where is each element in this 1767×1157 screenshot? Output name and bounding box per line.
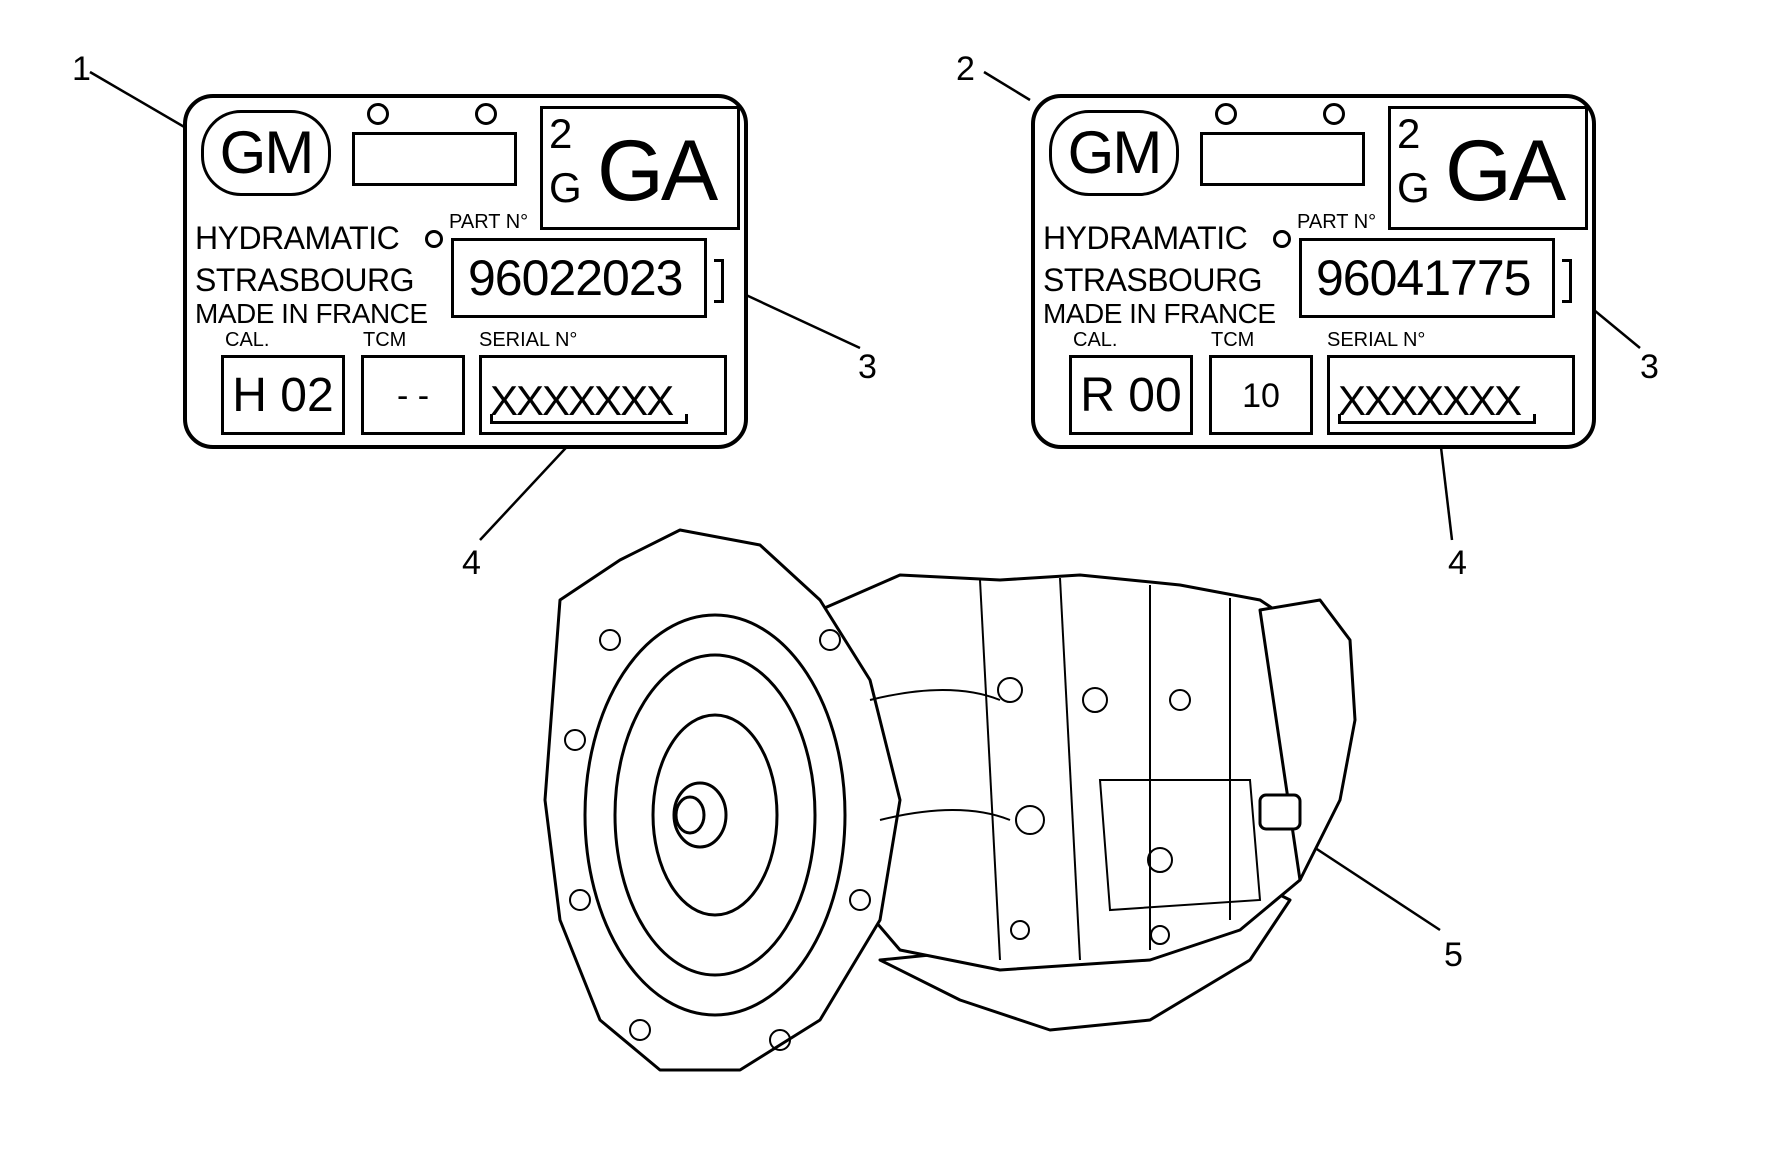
serial-value: XXXXXXX	[490, 377, 674, 424]
serial-underline	[490, 414, 688, 424]
part-number-box: 96041775	[1299, 238, 1572, 318]
id-plate-location	[1258, 793, 1302, 831]
cal-label: CAL.	[225, 329, 270, 351]
cal-value: H 02	[232, 369, 334, 422]
tcm-box: - -	[361, 355, 465, 435]
serial-label: SERIAL N°	[479, 329, 578, 351]
cal-box: R 00	[1069, 355, 1193, 435]
manufacturer-line-2: STRASBOURG	[195, 262, 415, 298]
callout-part-number-left: 3	[858, 348, 877, 386]
callout-serial-left: 4	[462, 544, 481, 582]
tcm-box: 10	[1209, 355, 1313, 435]
blank-tag	[1200, 103, 1365, 186]
part-number: 96041775	[1316, 250, 1531, 306]
part-number-box: 96022023	[451, 238, 724, 318]
serial-box: XXXXXXX	[479, 355, 727, 435]
identification-plate-left: GM 2 G GA HYDRAMATIC PART N° 96022023 ST…	[183, 94, 748, 449]
cal-label: CAL.	[1073, 329, 1118, 351]
part-number-label: PART N°	[1297, 211, 1377, 233]
gm-logo: GM	[1049, 110, 1179, 196]
cal-box: H 02	[221, 355, 345, 435]
model-code-box: 2 G GA	[1388, 106, 1588, 230]
part-number-label: PART N°	[449, 211, 529, 233]
mounting-hole	[475, 103, 497, 125]
callout-part-number-right: 3	[1640, 348, 1659, 386]
mounting-hole	[367, 103, 389, 125]
tcm-label: TCM	[363, 329, 407, 351]
identification-plate-right: GM 2 G GA HYDRAMATIC PART N° 96041775 ST…	[1031, 94, 1596, 449]
tcm-value: 10	[1242, 377, 1280, 415]
gm-logo: GM	[201, 110, 331, 196]
manufacturer-line-2: STRASBOURG	[1043, 262, 1263, 298]
blank-tag	[352, 103, 517, 186]
model-code-box: 2 G GA	[540, 106, 740, 230]
serial-value: XXXXXXX	[1338, 377, 1522, 424]
manufacturer-line-3: MADE IN FRANCE	[1043, 298, 1276, 329]
part-number-bracket	[1562, 259, 1572, 303]
mounting-hole	[1215, 103, 1237, 125]
model-code-superscript: 2	[549, 110, 573, 157]
serial-label: SERIAL N°	[1327, 329, 1426, 351]
cal-value: R 00	[1080, 369, 1182, 422]
model-code-superscript: 2	[1397, 110, 1421, 157]
tcm-label: TCM	[1211, 329, 1255, 351]
rivet-hole	[1273, 230, 1291, 248]
model-code: GA	[1445, 123, 1566, 219]
serial-box: XXXXXXX	[1327, 355, 1575, 435]
mounting-hole	[1323, 103, 1345, 125]
tail-housing	[1258, 598, 1357, 882]
manufacturer-line-3: MADE IN FRANCE	[195, 298, 428, 329]
manufacturer-line-1: HYDRAMATIC	[195, 220, 400, 256]
tcm-value: - -	[396, 377, 430, 415]
callout-plate-location: 5	[1444, 936, 1463, 974]
part-number: 96022023	[468, 250, 683, 306]
manufacturer-line-1: HYDRAMATIC	[1043, 220, 1248, 256]
callout-serial-right: 4	[1448, 544, 1467, 582]
model-code-subscript: G	[549, 164, 582, 211]
model-code-subscript: G	[1397, 164, 1430, 211]
model-code: GA	[597, 123, 718, 219]
serial-underline	[1338, 414, 1536, 424]
callout-label-left: 1	[72, 50, 91, 88]
part-number-bracket	[714, 259, 724, 303]
rivet-hole	[425, 230, 443, 248]
callout-label-right: 2	[956, 50, 975, 88]
